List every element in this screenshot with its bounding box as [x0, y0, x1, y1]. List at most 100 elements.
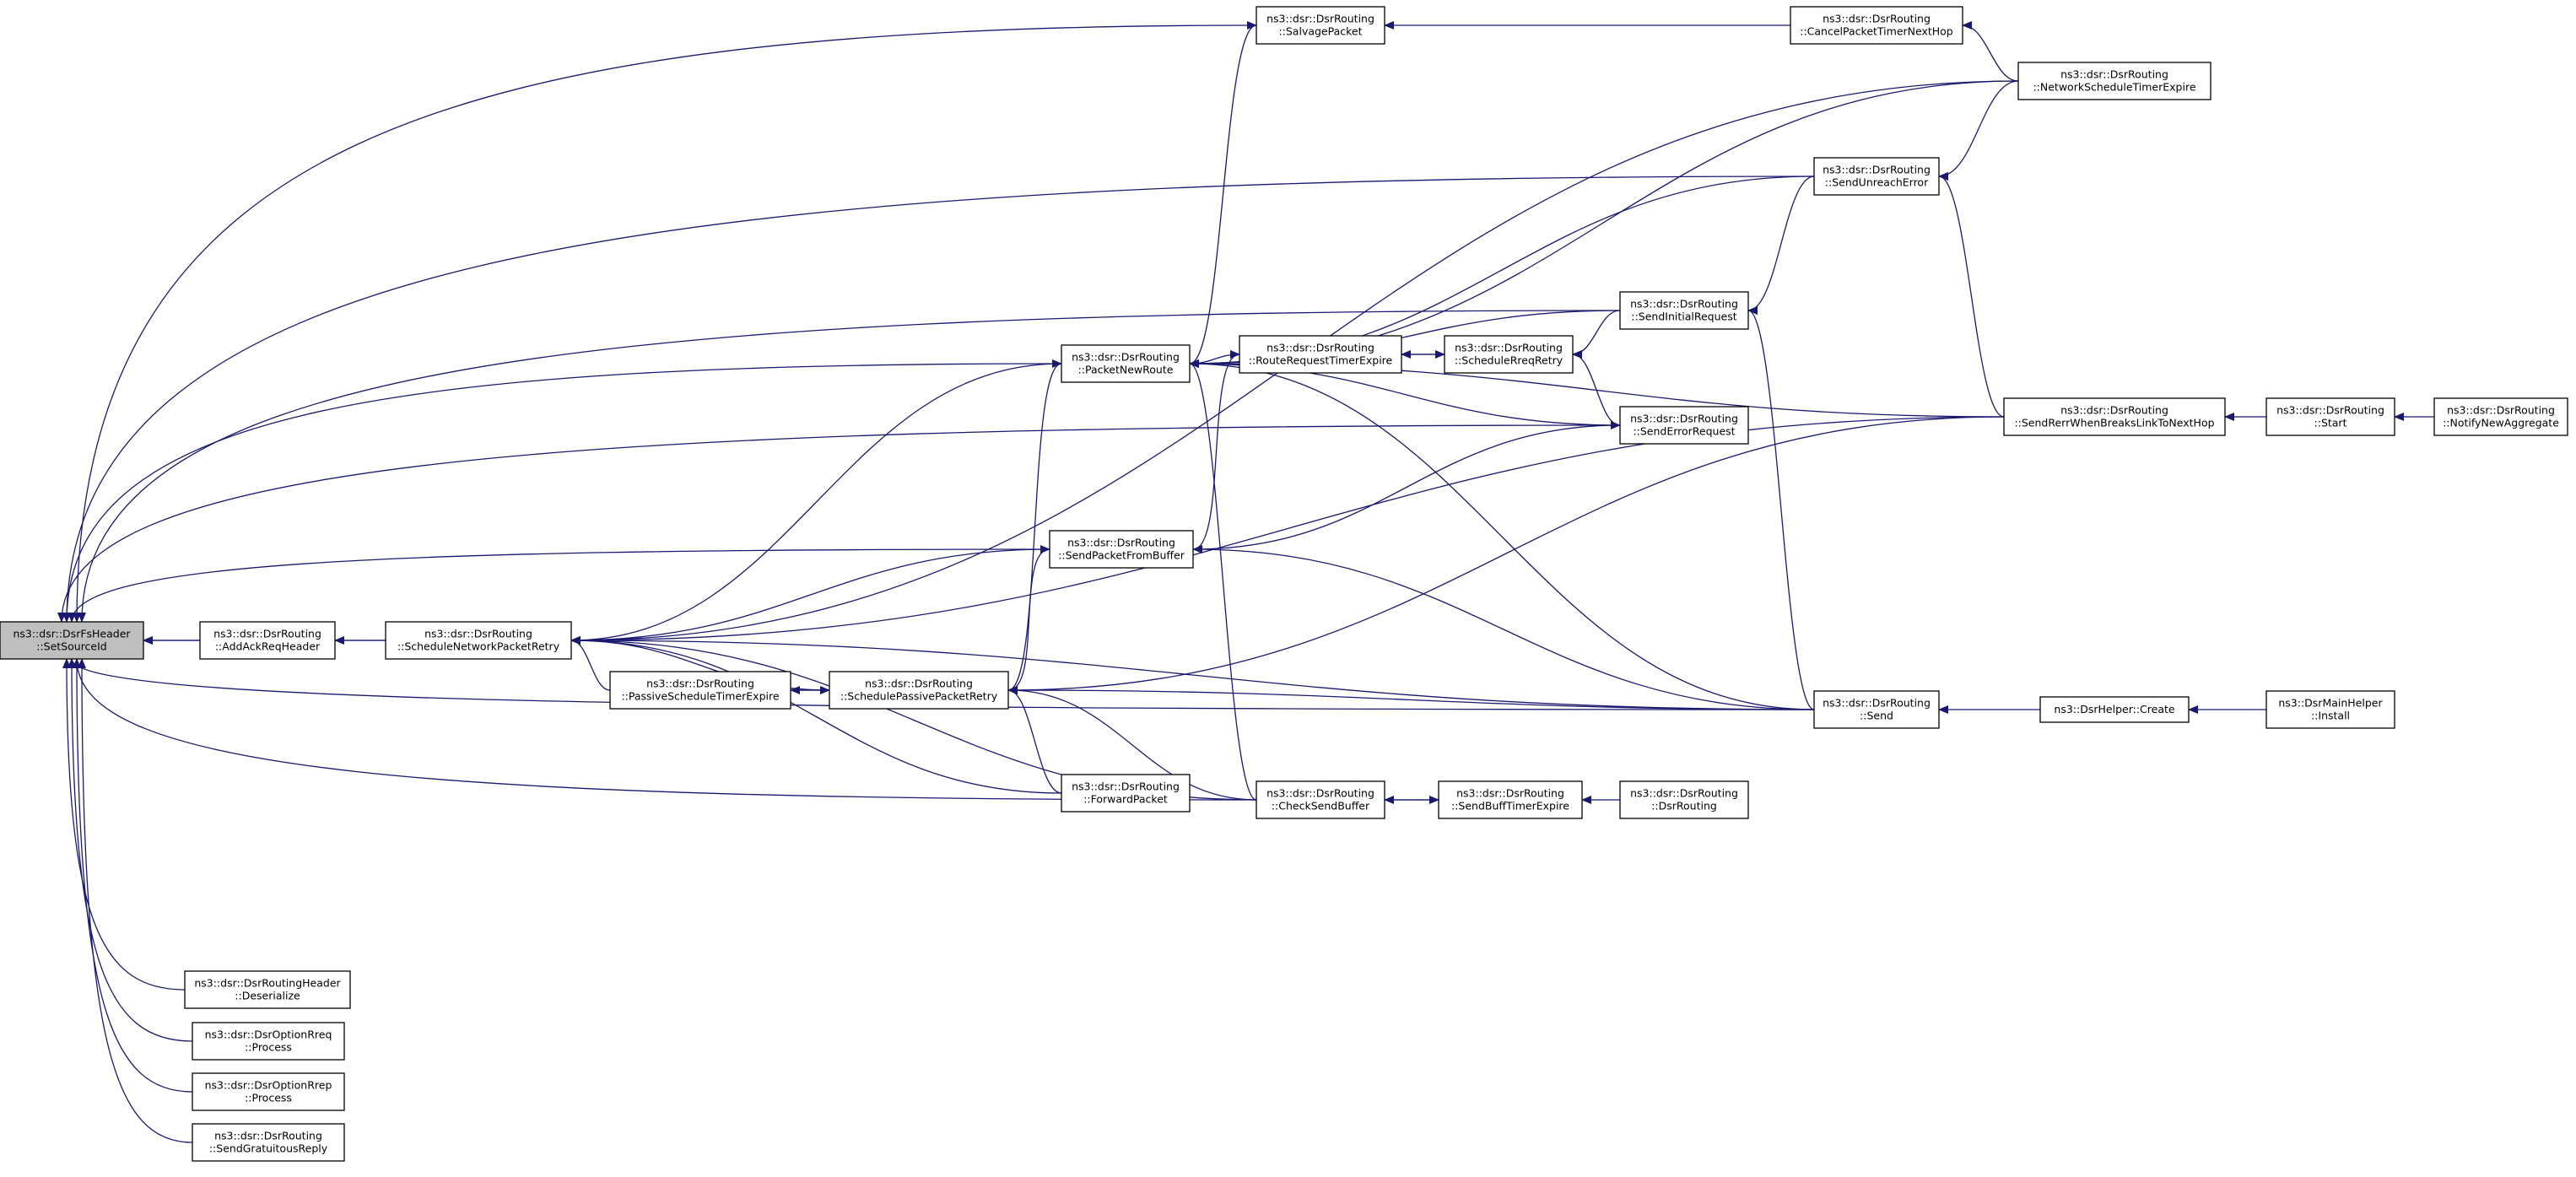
call-edge: [1007, 686, 1062, 794]
function-node-csb[interactable]: ns3::dsr::DsrRouting::CheckSendBuffer: [1256, 780, 1385, 819]
call-edge-line: [570, 636, 611, 691]
function-node-label: ::PassiveScheduleTimerExpire: [621, 690, 779, 703]
function-node-srr[interactable]: ns3::dsr::DsrRouting::ScheduleRreqRetry: [1444, 335, 1574, 374]
function-node-label: ::SendUnreachError: [1825, 176, 1929, 189]
function-node-label: ::PacketNewRoute: [1078, 364, 1174, 376]
function-node-box: [1619, 406, 1749, 445]
function-node-start[interactable]: ns3::dsr::DsrRouting::Start: [2265, 397, 2395, 436]
call-edge-line: [1007, 686, 1062, 794]
function-node-rreq[interactable]: ns3::dsr::DsrOptionRreq::Process: [192, 1022, 345, 1061]
function-node-box: [2017, 62, 2211, 100]
function-node-label: ns3::dsr::DsrRouting: [2447, 404, 2555, 417]
function-node-label: ns3::dsr::DsrRouting: [1823, 164, 1931, 176]
function-node-label: ns3::dsr::DsrRouting: [214, 1130, 322, 1142]
function-node-box: [2003, 397, 2226, 436]
call-edge-line: [1747, 306, 1815, 710]
call-edge-line: [1192, 350, 1240, 550]
function-node-label: ns3::dsr::DsrOptionRrep: [205, 1079, 332, 1092]
call-edge-line: [570, 548, 1050, 645]
call-edge-line: [1189, 359, 1257, 801]
call-edge: [62, 658, 186, 991]
function-node-label: ::SetSourceId: [36, 640, 107, 653]
function-node-cptnh[interactable]: ns3::dsr::DsrRouting::CancelPacketTimerN…: [1790, 6, 1963, 45]
function-node-box: [2265, 397, 2395, 436]
function-node-sue[interactable]: ns3::dsr::DsrRouting::SendUnreachError: [1813, 157, 1940, 196]
call-edge: [1938, 172, 2005, 418]
function-node-fwd[interactable]: ns3::dsr::DsrRouting::ForwardPacket: [1061, 774, 1191, 813]
function-node-sir[interactable]: ns3::dsr::DsrRouting::SendInitialRequest: [1619, 291, 1749, 330]
function-node-label: ::SalvagePacket: [1278, 25, 1362, 38]
function-node-label: ::CancelPacketTimerNextHop: [1800, 25, 1953, 38]
function-node-salvage[interactable]: ns3::dsr::DsrRouting::SalvagePacket: [1256, 6, 1385, 45]
function-node-label: ns3::dsr::DsrRouting: [2276, 404, 2384, 417]
function-node-box: [1256, 6, 1385, 45]
function-node-box: [192, 1123, 345, 1162]
function-node-box: [199, 621, 336, 660]
function-node-box: [192, 1072, 345, 1111]
function-node-snpr[interactable]: ns3::dsr::DsrRouting::ScheduleNetworkPac…: [385, 621, 572, 660]
function-node-ctor[interactable]: ns3::dsr::DsrRouting::DsrRouting: [1619, 780, 1749, 819]
function-node-label: ::AddAckReqHeader: [215, 640, 321, 653]
function-node-pste[interactable]: ns3::dsr::DsrRouting::PassiveScheduleTim…: [609, 671, 791, 710]
function-node-box: [1239, 335, 1402, 374]
call-edge-line: [73, 658, 193, 1093]
call-edge: [1192, 350, 1240, 550]
function-node-pnr[interactable]: ns3::dsr::DsrRouting::PacketNewRoute: [1061, 344, 1191, 383]
call-edge: [1007, 545, 1050, 691]
call-edge: [1747, 175, 1815, 315]
call-edge: [1007, 686, 1815, 710]
function-node-label: ::NetworkScheduleTimerExpire: [2033, 81, 2195, 94]
call-edge: [73, 658, 1257, 801]
function-node-box: [2039, 696, 2190, 723]
function-node-label: ns3::dsr::DsrRouting: [1072, 351, 1180, 364]
function-node-label: ns3::DsrMainHelper: [2278, 697, 2383, 710]
function-node-gratuitous[interactable]: ns3::dsr::DsrRouting::SendGratuitousRepl…: [192, 1123, 345, 1162]
function-node-label: ns3::dsr::DsrRouting: [1266, 13, 1374, 25]
function-node-label: ns3::dsr::DsrRouting: [1266, 342, 1374, 354]
call-edge-line: [1938, 80, 2019, 181]
function-node-spfb[interactable]: ns3::dsr::DsrRouting::SendPacketFromBuff…: [1049, 530, 1194, 569]
call-edge-line: [62, 363, 1062, 623]
function-node-label: ::SendPacketFromBuffer: [1058, 549, 1185, 562]
function-node-label: ns3::dsr::DsrRoutingHeader: [194, 977, 341, 990]
call-edge: [68, 658, 1815, 710]
function-node-label: ::Send: [1860, 710, 1893, 722]
function-node-nna[interactable]: ns3::dsr::DsrRouting::NotifyNewAggregate: [2433, 397, 2568, 436]
function-node-label: ::SendBuffTimerExpire: [1451, 800, 1569, 813]
function-node-nste[interactable]: ns3::dsr::DsrRouting::NetworkScheduleTim…: [2017, 62, 2211, 100]
function-node-root[interactable]: ns3::dsr::DsrFsHeader::SetSourceId: [0, 621, 144, 660]
function-node-label: ::SendInitialRequest: [1631, 310, 1736, 323]
function-node-box: [1438, 780, 1583, 819]
function-node-label: ::SendGratuitousReply: [209, 1142, 328, 1155]
function-node-ser[interactable]: ns3::dsr::DsrRouting::SendErrorRequest: [1619, 406, 1749, 445]
call-edge-line: [68, 658, 1815, 710]
function-node-box: [1790, 6, 1963, 45]
call-edge: [570, 636, 1815, 710]
call-edge: [68, 548, 1050, 623]
function-node-rhdeser[interactable]: ns3::dsr::DsrRoutingHeader::Deserialize: [184, 970, 351, 1009]
function-node-label: ns3::dsr::DsrRouting: [1630, 298, 1738, 310]
function-node-label: ::SendErrorRequest: [1633, 425, 1735, 438]
function-node-label: ns3::dsr::DsrRouting: [1630, 787, 1738, 800]
function-node-rrep[interactable]: ns3::dsr::DsrOptionRrep::Process: [192, 1072, 345, 1111]
function-node-ackreq[interactable]: ns3::dsr::DsrRouting::AddAckReqHeader: [199, 621, 336, 660]
call-edge-line: [570, 636, 1062, 794]
function-node-box: [2433, 397, 2568, 436]
function-node-srwbl[interactable]: ns3::dsr::DsrRouting::SendRerrWhenBreaks…: [2003, 397, 2226, 436]
function-node-box: [1619, 291, 1749, 330]
function-node-box: [609, 671, 791, 710]
call-edge: [1747, 306, 1815, 710]
call-edge-line: [1192, 545, 1815, 710]
function-node-send[interactable]: ns3::dsr::DsrRouting::Send: [1813, 690, 1940, 729]
function-node-label: ::Deserialize: [235, 990, 300, 1002]
function-node-create[interactable]: ns3::DsrHelper::Create: [2039, 696, 2190, 723]
function-node-label: ns3::dsr::DsrOptionRreq: [205, 1029, 332, 1041]
function-node-label: ns3::dsr::DsrRouting: [213, 628, 321, 640]
function-node-rrte[interactable]: ns3::dsr::DsrRouting::RouteRequestTimerE…: [1239, 335, 1402, 374]
call-edge: [73, 24, 1257, 623]
call-edge-line: [1007, 545, 1050, 691]
function-node-install[interactable]: ns3::DsrMainHelper::Install: [2265, 690, 2395, 729]
function-node-spr[interactable]: ns3::dsr::DsrRouting::SchedulePassivePac…: [829, 671, 1009, 710]
function-node-label: ns3::dsr::DsrRouting: [1823, 697, 1931, 710]
function-node-sbte[interactable]: ns3::dsr::DsrRouting::SendBuffTimerExpir…: [1438, 780, 1583, 819]
